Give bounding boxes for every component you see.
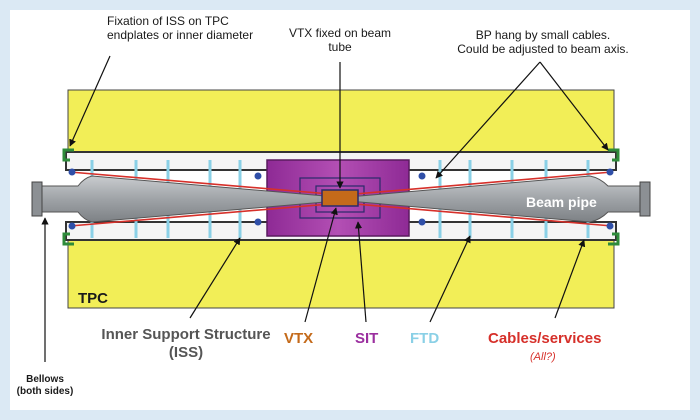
support-points xyxy=(68,168,614,230)
bellows-right xyxy=(639,181,651,217)
bellows-label-1: Bellows xyxy=(26,374,64,385)
fixation-label: Fixation of ISS on TPC endplates or inne… xyxy=(107,14,254,42)
support-bracket-bl xyxy=(62,232,74,246)
support-bracket-br xyxy=(608,232,620,246)
cables-services xyxy=(69,171,613,227)
ftd-disks xyxy=(90,160,590,238)
vtx-label: VTX xyxy=(284,330,314,347)
beam-pipe-label: Beam pipe xyxy=(526,194,597,210)
support-bracket-tl xyxy=(62,148,74,162)
tpc-upper-block xyxy=(67,89,615,153)
sit-label: SIT xyxy=(355,330,379,347)
iss-label-2: (ISS) xyxy=(168,344,204,361)
bellows-label-2: (both sides) xyxy=(16,386,74,397)
iss-label-1: Inner Support Structure xyxy=(101,326,271,343)
bp-hang-label-1: BP hang by small cables. xyxy=(475,28,611,42)
support-bracket-tr xyxy=(608,148,620,162)
cables-note: (All?) xyxy=(530,351,556,363)
vtx-detector xyxy=(321,189,359,207)
ftd-label: FTD xyxy=(410,330,440,347)
bellows-left xyxy=(31,181,43,217)
tpc-lower-block xyxy=(67,239,615,309)
cables-label: Cables/services xyxy=(488,330,602,347)
leader-lines xyxy=(41,55,609,362)
bp-hang-label-2: Could be adjusted to beam axis. xyxy=(457,42,629,56)
tpc-label: TPC xyxy=(78,290,108,307)
vtx-fixed-label: VTX fixed on beam tube xyxy=(288,26,392,54)
